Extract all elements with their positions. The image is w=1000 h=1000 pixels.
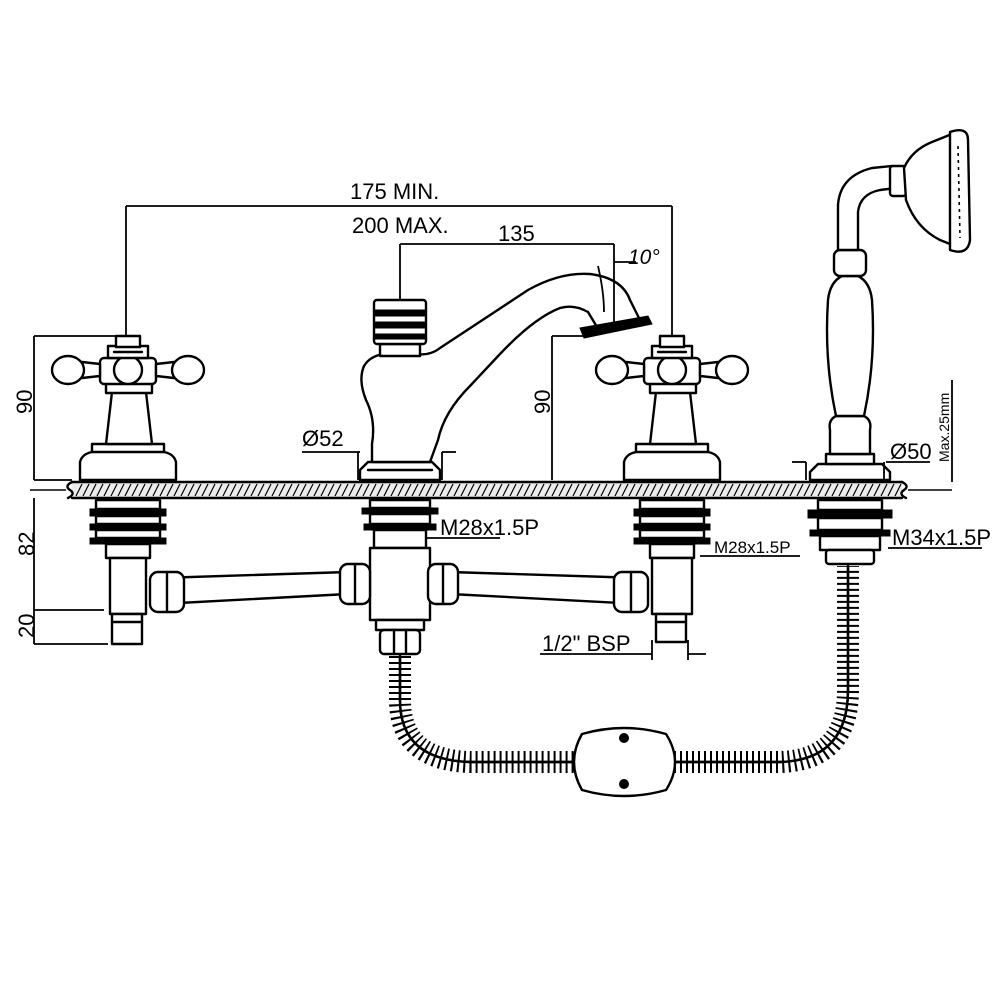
- right-valve-underside: [633, 498, 711, 644]
- deck-plate: [30, 480, 952, 500]
- dimension-lines: [33, 205, 982, 660]
- left-cross-handle-valve: [50, 334, 206, 482]
- label-valve-thread: M28x1.5P: [714, 538, 791, 557]
- right-cross-handle-valve: [594, 334, 750, 482]
- bath-spout: [358, 272, 653, 482]
- label-shower-base-diameter: Ø50: [890, 439, 932, 464]
- label-spout-angle: 10°: [628, 246, 660, 269]
- label-inlet-connection: 1/2" BSP: [542, 631, 631, 656]
- cold-connecting-pipe: [426, 562, 650, 614]
- label-spread-min: 175 MIN.: [350, 179, 439, 204]
- flexible-shower-hose: [389, 564, 859, 798]
- label-spout-reach: 135: [498, 221, 535, 246]
- spout-underside: [361, 498, 439, 656]
- label-shank-length: 82: [14, 532, 39, 556]
- hot-connecting-pipe: [148, 562, 372, 614]
- label-handle-height: 90: [12, 390, 37, 414]
- left-valve-underside: [89, 498, 167, 646]
- label-spout-thread: M28x1.5P: [440, 515, 539, 540]
- label-spout-height: 90: [530, 390, 555, 414]
- dimension-labels: 175 MIN. 200 MAX. 135 10° 90 90 Ø52 Ø50 …: [12, 179, 991, 656]
- deck-hatching: [75, 483, 902, 497]
- label-spout-base-diameter: Ø52: [302, 426, 344, 451]
- label-shower-thread: M34x1.5P: [892, 525, 991, 550]
- label-tail-length: 20: [14, 614, 39, 638]
- label-deck-thickness: Max.25mm: [936, 393, 952, 462]
- label-spread-max: 200 MAX.: [352, 213, 449, 238]
- hand-shower: [808, 129, 972, 482]
- hand-shower-underside: [807, 498, 893, 566]
